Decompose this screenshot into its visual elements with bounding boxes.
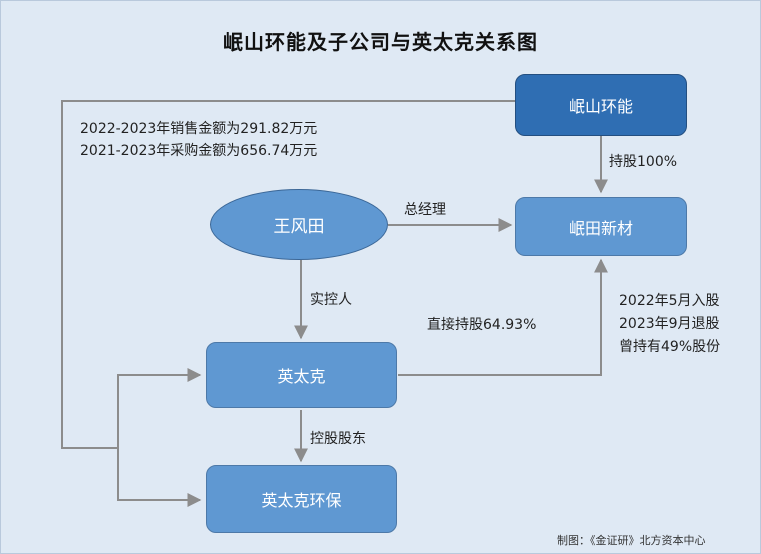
node-minshan: 岷山环能 — [515, 74, 687, 136]
label-general-manager: 总经理 — [404, 202, 446, 218]
edge-minshan-loop — [61, 100, 515, 449]
node-yingtaike-env-label: 英太克环保 — [261, 491, 342, 510]
node-mintian-label: 岷田新材 — [568, 218, 633, 238]
node-wangfengtian-label: 王风田 — [273, 217, 325, 237]
credit-text: 制图：《金证研》北方资本中心 — [557, 534, 706, 547]
label-controller: 实控人 — [310, 292, 352, 308]
history-line-3: 曾持有49%股份 — [619, 339, 721, 355]
history-line-2: 2023年9月退股 — [619, 316, 720, 332]
diagram-title: 岷山环能及子公司与英太克关系图 — [223, 30, 538, 54]
label-controlling-shareholder: 控股股东 — [310, 431, 366, 447]
history-line-1: 2022年5月入股 — [619, 293, 720, 309]
node-yingtaike: 英太克 — [206, 342, 397, 408]
sales-note: 2022-2023年销售金额为291.82万元 — [80, 121, 318, 137]
edge-fork-to-yingtaike — [117, 368, 202, 448]
node-mintian: 岷田新材 — [515, 197, 687, 256]
label-hold-100: 持股100% — [609, 154, 678, 170]
edge-fork-to-env — [117, 448, 202, 507]
node-wangfengtian: 王风田 — [210, 189, 388, 260]
node-yingtaike-label: 英太克 — [277, 367, 326, 386]
node-minshan-label: 岷山环能 — [568, 97, 633, 116]
node-yingtaike-env: 英太克环保 — [206, 465, 397, 533]
purchase-note: 2021-2023年采购金额为656.74万元 — [80, 143, 318, 159]
edge-yingtaike-to-mintian — [398, 258, 608, 376]
label-direct-hold: 直接持股64.93% — [427, 317, 537, 333]
